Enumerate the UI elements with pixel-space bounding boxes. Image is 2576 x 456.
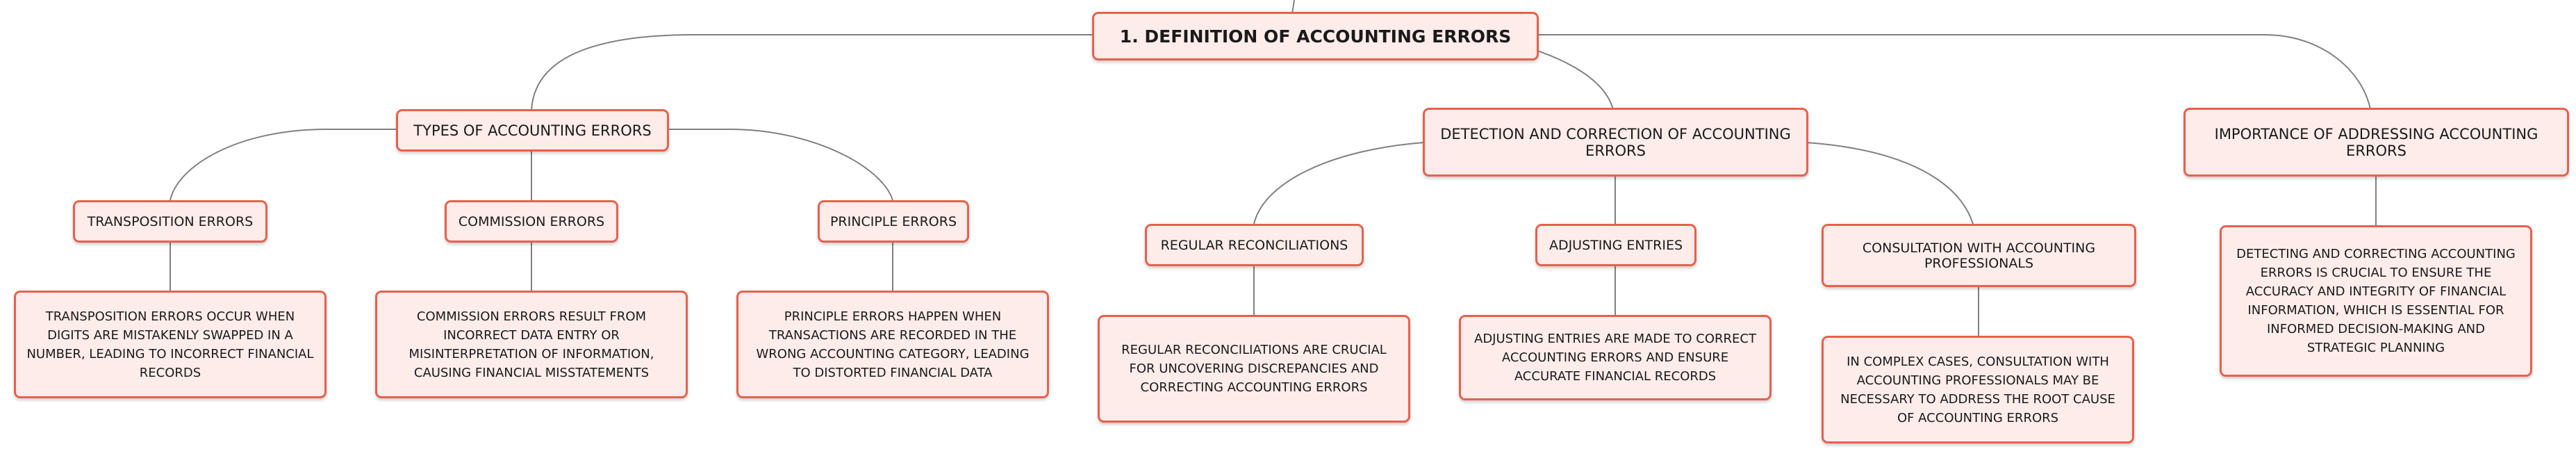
detail-text: IN COMPLEX CASES, CONSULTATION WITH ACCO… (1840, 354, 2115, 425)
detail-text: PRINCIPLE ERRORS HAPPEN WHEN TRANSACTION… (756, 309, 1030, 380)
topic-title: TRANSPOSITION ERRORS (87, 213, 254, 229)
topic-node-principle[interactable]: PRINCIPLE ERRORS (818, 200, 969, 243)
detail-node-adjusting[interactable]: ADJUSTING ENTRIES ARE MADE TO CORRECT AC… (1459, 315, 1772, 400)
connector-detection-reconciliations (1253, 142, 1425, 225)
branch-node-detection[interactable]: DETECTION AND CORRECTION OF ACCOUNTING E… (1423, 108, 1808, 177)
connector-root-top (1291, 0, 1295, 15)
detail-node-commission[interactable]: COMMISSION ERRORS RESULT FROM INCORRECT … (375, 291, 688, 398)
branch-node-types[interactable]: TYPES OF ACCOUNTING ERRORS (396, 109, 669, 152)
branch-title: DETECTION AND CORRECTION OF ACCOUNTING E… (1440, 125, 1791, 159)
branch-title: TYPES OF ACCOUNTING ERRORS (413, 122, 652, 139)
connector-root-types (531, 34, 1092, 112)
topic-title: COMMISSION ERRORS (458, 213, 605, 229)
branch-node-importance[interactable]: IMPORTANCE OF ADDRESSING ACCOUNTING ERRO… (2183, 108, 2569, 177)
topic-node-commission[interactable]: COMMISSION ERRORS (445, 200, 618, 243)
detail-node-consultation[interactable]: IN COMPLEX CASES, CONSULTATION WITH ACCO… (1822, 336, 2134, 443)
topic-node-consultation[interactable]: CONSULTATION WITH ACCOUNTING PROFESSIONA… (1822, 224, 2136, 287)
detail-text: REGULAR RECONCILIATIONS ARE CRUCIAL FOR … (1121, 343, 1387, 395)
topic-title: CONSULTATION WITH ACCOUNTING PROFESSIONA… (1862, 240, 2096, 271)
detail-text: TRANSPOSITION ERRORS OCCUR WHEN DIGITS A… (26, 309, 314, 380)
detail-text: ADJUSTING ENTRIES ARE MADE TO CORRECT AC… (1474, 332, 1756, 384)
detail-text: COMMISSION ERRORS RESULT FROM INCORRECT … (408, 309, 654, 380)
branch-title: IMPORTANCE OF ADDRESSING ACCOUNTING ERRO… (2214, 125, 2538, 159)
connector-types-transposition (170, 129, 396, 201)
connector-root-importance (1539, 34, 2371, 110)
connector-types-principle (667, 129, 893, 201)
topic-title: ADJUSTING ENTRIES (1549, 237, 1683, 253)
topic-node-adjusting[interactable]: ADJUSTING ENTRIES (1535, 224, 1696, 266)
topic-title: REGULAR RECONCILIATIONS (1160, 237, 1348, 253)
detail-node-reconciliations[interactable]: REGULAR RECONCILIATIONS ARE CRUCIAL FOR … (1098, 315, 1410, 423)
topic-title: PRINCIPLE ERRORS (829, 213, 957, 229)
topic-node-transposition[interactable]: TRANSPOSITION ERRORS (73, 200, 267, 243)
detail-node-importance[interactable]: DETECTING AND CORRECTING ACCOUNTING ERRO… (2220, 225, 2532, 377)
root-node[interactable]: 1. DEFINITION OF ACCOUNTING ERRORS (1092, 12, 1539, 60)
root-title: 1. DEFINITION OF ACCOUNTING ERRORS (1119, 26, 1512, 47)
detail-node-principle[interactable]: PRINCIPLE ERRORS HAPPEN WHEN TRANSACTION… (736, 291, 1049, 398)
topic-node-reconciliations[interactable]: REGULAR RECONCILIATIONS (1145, 224, 1364, 266)
detail-node-transposition[interactable]: TRANSPOSITION ERRORS OCCUR WHEN DIGITS A… (14, 291, 327, 398)
connector-detection-consultation (1806, 142, 1974, 225)
detail-text: DETECTING AND CORRECTING ACCOUNTING ERRO… (2236, 247, 2516, 355)
